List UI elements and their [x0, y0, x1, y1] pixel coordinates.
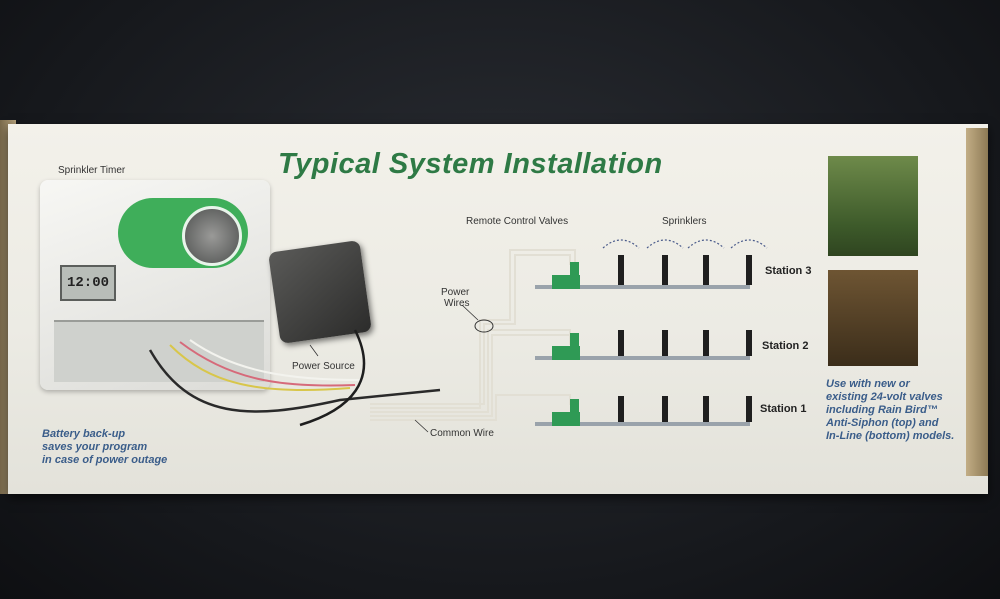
- sprinkler-head-icon: [703, 396, 709, 422]
- sprinkler-head-icon: [703, 255, 709, 285]
- anti-siphon-valves-photo: [828, 156, 918, 256]
- valve-station-2: [552, 346, 580, 360]
- timer-terminal-strip: [54, 320, 264, 382]
- sprinkler-head-icon: [662, 396, 668, 422]
- timer-lcd-display: 12:00: [60, 265, 116, 301]
- label-power-wires-2: Wires: [444, 298, 470, 309]
- sprinkler-timer-photo: 12:00: [40, 180, 270, 390]
- valves-note-line: Anti-Siphon (top) and: [826, 417, 939, 429]
- label-power-source: Power Source: [292, 361, 355, 372]
- valve-station-3: [552, 275, 580, 289]
- sprinkler-head-icon: [618, 330, 624, 356]
- label-station-2: Station 2: [762, 340, 809, 352]
- sprinkler-head-icon: [618, 255, 624, 285]
- label-sprinkler-timer: Sprinkler Timer: [58, 165, 126, 176]
- valves-note-line: existing 24-volt valves: [826, 391, 943, 403]
- timer-dial-icon: [182, 206, 242, 266]
- sprinkler-head-icon: [746, 396, 752, 422]
- label-remote-control-valves: Remote Control Valves: [466, 216, 569, 227]
- battery-note-line: saves your program: [42, 441, 148, 453]
- sprinkler-head-icon: [746, 255, 752, 285]
- label-sprinklers: Sprinklers: [662, 216, 707, 227]
- spray-arcs: [602, 239, 768, 249]
- sprinkler-head-icon: [703, 330, 709, 356]
- sprinkler-head-icon: [746, 330, 752, 356]
- label-common-wire: Common Wire: [430, 428, 494, 439]
- station-3-line: [535, 262, 750, 289]
- sprinkler-head-icon: [662, 330, 668, 356]
- box-flap-right: [966, 128, 988, 476]
- station-1-line: [535, 399, 750, 426]
- battery-note-line: Battery back-up: [42, 428, 126, 440]
- valves-note-line: including Rain Bird™: [826, 404, 938, 416]
- valves-note-line: Use with new or: [826, 378, 910, 390]
- label-station-1: Station 1: [760, 403, 807, 415]
- in-line-valves-photo: [828, 270, 918, 366]
- valves-compatibility-note: Use with new or existing 24-volt valves …: [826, 378, 954, 443]
- valve-station-1: [552, 412, 580, 426]
- sprinkler-head-icon: [662, 255, 668, 285]
- label-power-wires-1: Power: [441, 287, 470, 298]
- sprinkler-head-icon: [618, 396, 624, 422]
- battery-note-line: in case of power outage: [42, 454, 168, 466]
- station-2-line: [535, 333, 750, 360]
- box-title: Typical System Installation: [278, 148, 663, 180]
- valves-note-line: In-Line (bottom) models.: [826, 430, 955, 442]
- battery-backup-note: Battery back-up saves your program in ca…: [42, 428, 167, 467]
- label-station-3: Station 3: [765, 265, 812, 277]
